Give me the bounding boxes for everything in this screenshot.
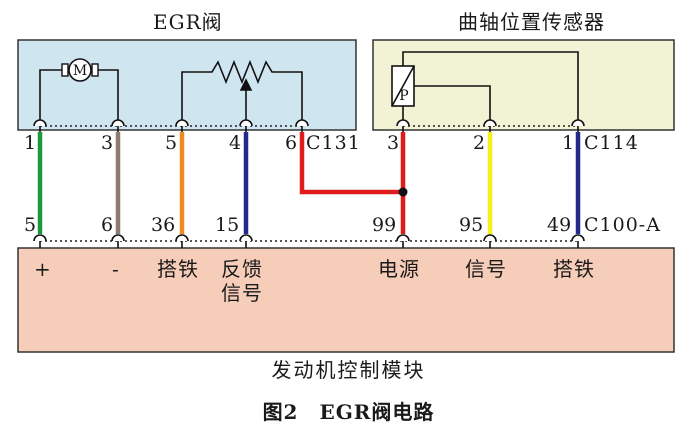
signal-power-label: 电源 xyxy=(378,257,420,281)
ecm-pin-label: 6 xyxy=(101,214,114,236)
crank-sensor-box xyxy=(372,39,675,131)
crank-pin-label: 2 xyxy=(473,132,486,154)
signal-feedback-label: 反馈 xyxy=(221,257,263,281)
egr-valve-title: EGR阀 xyxy=(153,10,223,34)
lower-terminals xyxy=(33,234,585,248)
egr-pin-label: 1 xyxy=(24,132,37,154)
ecm-pin-label: 15 xyxy=(215,214,240,236)
motor-symbol: M xyxy=(73,63,87,79)
egr-pin-label: 6 xyxy=(285,132,298,154)
ecm-pin-label: 49 xyxy=(547,214,572,236)
ecm-module-box xyxy=(17,247,675,353)
signal-signal-label: 信号 xyxy=(465,257,507,281)
signal-minus-label: - xyxy=(112,257,120,281)
crank-pin-label: 1 xyxy=(562,132,575,154)
wire-red-egr xyxy=(299,132,403,195)
crank-connector-id: C114 xyxy=(584,132,639,154)
signal-feedback-label: 信号 xyxy=(221,281,263,305)
egr-connector-id: C131 xyxy=(306,132,361,154)
crank-pin-label: 3 xyxy=(387,132,400,154)
motor-icon: M xyxy=(61,58,99,82)
ecm-pin-label: 36 xyxy=(151,214,176,236)
crank-sensor-circuit xyxy=(391,51,579,124)
upper-terminals xyxy=(33,119,585,132)
connector-lines xyxy=(40,125,578,242)
module-title: 发动机控制模块 xyxy=(271,358,426,382)
crank-sensor-title: 曲轴位置传感器 xyxy=(458,10,605,34)
ecm-pin-label: 95 xyxy=(459,214,484,236)
signal-ground-label: 搭铁 xyxy=(553,257,595,281)
egr-valve-box xyxy=(17,39,357,131)
signal-ground-label: 搭铁 xyxy=(157,257,199,281)
figure-caption: 图2 EGR阀电路 xyxy=(262,400,435,424)
egr-pin-label: 3 xyxy=(101,132,114,154)
ecm-pin-label: 5 xyxy=(24,214,37,236)
potentiometer-icon xyxy=(181,59,303,124)
ecm-connector-id: C100-A xyxy=(584,214,661,236)
signal-plus-label: + xyxy=(34,257,52,281)
ecm-pin-label: 99 xyxy=(372,214,397,236)
egr-pin-label: 5 xyxy=(165,132,178,154)
egr-pin-label: 4 xyxy=(229,132,242,154)
wires xyxy=(37,132,581,234)
motor-circuit xyxy=(39,69,119,124)
splice-dot xyxy=(398,187,408,197)
sensor-symbol: P xyxy=(399,88,408,104)
